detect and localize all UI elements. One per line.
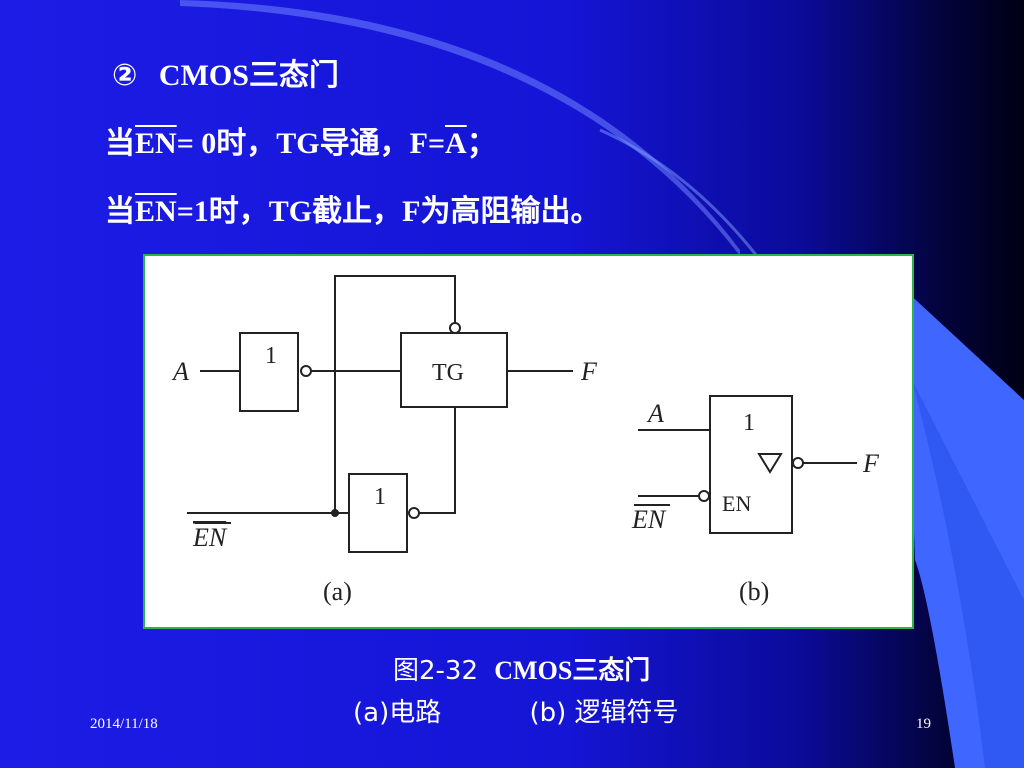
circuit-a: A 1 TG F EN 1 (a) <box>171 275 598 606</box>
tristate-triangle-icon <box>757 453 783 474</box>
line1-en: EN <box>135 127 177 160</box>
figure-number: 图2-32 <box>393 656 479 686</box>
symbol-output-f-label: F <box>862 449 880 478</box>
wire-inv2-to-tg-bottom <box>419 407 456 514</box>
symbol-box <box>709 395 793 534</box>
heading-text: CMOS三态门 <box>158 59 339 92</box>
figure-caption-b: (b) 逻辑符号 <box>529 698 679 728</box>
inverter-1-label: 1 <box>265 343 277 369</box>
diagram-panel: A 1 TG F EN 1 (a) <box>143 254 914 629</box>
inverter-1-bubble <box>300 365 312 377</box>
symbol-en-label: EN <box>722 491 751 516</box>
symbol-b: A 1 EN EN F (b) <box>631 395 880 606</box>
figure-title: CMOS三态门 <box>494 656 651 685</box>
line1-end: ； <box>466 127 497 160</box>
line1-a: A <box>445 127 467 160</box>
tg-label: TG <box>432 360 464 386</box>
symbol-func-label: 1 <box>743 410 755 436</box>
diagram-svg: A 1 TG F EN 1 (a) <box>171 275 880 606</box>
circuit-input-en-label: EN <box>192 523 228 552</box>
line2-en: EN <box>135 195 177 228</box>
caption-b: (b) <box>739 577 769 606</box>
condition-line-2: 当EN=1时，TG截止，F为高阻输出。 <box>105 186 600 230</box>
footer-date: 2014/11/18 <box>90 716 158 732</box>
symbol-en-bubble <box>698 490 710 502</box>
line2-rest: =1时，TG截止，F为高阻输出。 <box>176 195 601 228</box>
section-heading: ② CMOS三态门 <box>112 50 339 94</box>
tg-top-bubble <box>449 322 461 334</box>
inverter-2-label: 1 <box>374 484 386 510</box>
line2-prefix: 当 <box>105 195 135 228</box>
figure-caption-a: (a)电路 <box>353 698 442 728</box>
line1-mid: = 0时，TG导通，F= <box>176 127 446 160</box>
symbol-input-a-label: A <box>646 399 664 428</box>
symbol-input-en-label: EN <box>631 505 667 534</box>
line1-prefix: 当 <box>105 127 135 160</box>
circuit-input-a-label: A <box>171 357 189 386</box>
circuit-output-f-label: F <box>580 357 598 386</box>
figure-caption-line-1: 图2-32 CMOS三态门 <box>393 650 650 687</box>
condition-line-1: 当EN= 0时，TG导通，F=A； <box>105 118 497 162</box>
footer-page-number: 19 <box>916 716 931 732</box>
inverter-1-box <box>239 332 299 412</box>
symbol-output-bubble <box>792 457 804 469</box>
figure-caption-line-2: (a)电路 (b) 逻辑符号 <box>353 692 679 729</box>
inverter-2-bubble <box>408 507 420 519</box>
wire-en-to-tg-top <box>334 275 456 513</box>
caption-a: (a) <box>323 577 352 606</box>
heading-marker: ② <box>112 58 138 93</box>
inverter-2-box <box>348 473 408 553</box>
